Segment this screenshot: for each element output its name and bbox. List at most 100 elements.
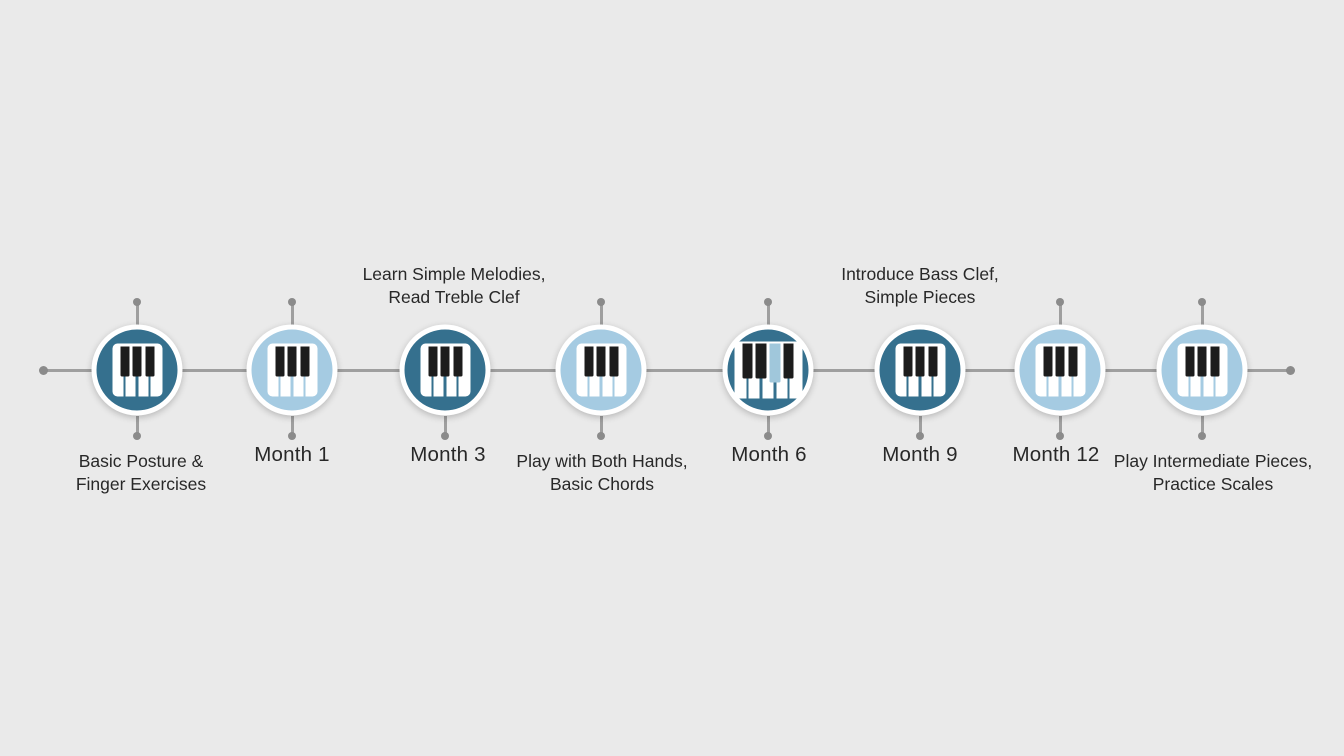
black-key [1210,346,1219,377]
white-key-divider [443,376,447,397]
white-key-divider [135,376,139,397]
white-key-divider [1071,376,1074,397]
black-key [584,346,593,377]
milestone-circle [1014,324,1106,416]
stem-top [766,302,770,325]
milestone-circle [246,324,338,416]
milestone-circle [874,324,966,416]
label-line: Play with Both Hands, [516,451,688,471]
black-key [453,346,462,377]
white-key-divider [612,376,615,397]
white-key-divider [1200,376,1204,397]
black-key [596,346,606,377]
stem-top-dot [288,298,296,306]
white-key-divider [587,376,590,397]
milestone-label-below: Basic Posture &Finger Exercises [76,450,206,496]
milestone-label-below: Month 3 [410,443,485,467]
stem-top-dot [133,298,141,306]
black-key [903,346,912,377]
label-line: Basic Posture & [78,451,204,471]
black-key [609,346,618,377]
stem-top [599,302,603,325]
white-key-divider [931,376,934,397]
black-key [1068,346,1077,377]
stem-bottom [443,416,447,436]
stem-bottom-dot [597,432,605,440]
label-line: Month 9 [882,443,958,466]
stem-bottom-dot [133,432,141,440]
black-key [742,343,753,379]
milestone-label-below: Month 12 [1012,443,1099,467]
white-key-divider [773,377,777,399]
milestone-description-above: Introduce Bass Clef,Simple Pieces [841,263,999,309]
stem-top-dot [1056,298,1064,306]
stem-bottom [1200,416,1204,436]
stem-bottom [766,416,770,436]
black-key [1043,346,1052,377]
stem-bottom-dot [441,432,449,440]
label-line: Basic Chords [549,474,655,494]
stem-bottom [599,416,603,436]
milestone-circle [91,324,183,416]
label-line: Practice Scales [1152,474,1274,494]
milestone-label-below: Play Intermediate Pieces, Practice Scales [1114,450,1312,496]
white-key-divider [599,376,603,397]
stem-top [135,302,139,325]
milestone-description-above: Learn Simple Melodies,Read Treble Clef [363,263,546,309]
white-key-divider [1058,376,1062,397]
stem-top [1058,302,1062,325]
black-key [428,346,437,377]
white-key-divider [759,377,763,399]
black-key [1197,346,1207,377]
black-key [132,346,142,377]
stem-bottom-dot [288,432,296,440]
timeline-start-dot [38,365,48,375]
label-line: Month 6 [731,443,807,466]
stem-bottom-dot [1056,432,1064,440]
stem-bottom [918,416,922,436]
black-key [1185,346,1194,377]
milestone-circle [399,324,491,416]
piano-icon [576,343,626,397]
timeline-axis-line [43,368,1290,372]
white-key-divider [1213,376,1216,397]
black-key [287,346,297,377]
white-key-divider [148,376,151,397]
piano-keyboard-highlight-icon [734,341,802,399]
piano-icon [1177,343,1227,397]
milestone-label-below: Month 9 [882,443,957,467]
stem-top-dot [1198,298,1206,306]
milestone-label-below: Month 6 [731,443,806,467]
milestone-circle [722,324,814,416]
highlighted-key [769,343,781,383]
milestone-label-below: Play with Both Hands, Basic Chords [516,450,687,496]
label-line: Play Intermediate Pieces, [1113,451,1313,471]
black-key [928,346,937,377]
label-line: Learn Simple Melodies, [362,264,546,284]
white-key-divider [290,376,294,397]
label-line: Month 1 [254,443,330,466]
white-key-divider [1046,376,1049,397]
black-key [275,346,284,377]
black-key [300,346,309,377]
stem-bottom-dot [1198,432,1206,440]
piano-icon [895,343,945,397]
milestone-circle [555,324,647,416]
piano-icon [112,343,162,397]
white-key-divider [278,376,281,397]
black-key [755,343,767,379]
black-key [915,346,925,377]
white-key-divider [746,377,749,399]
piano-icon [267,343,317,397]
white-key-divider [123,376,126,397]
black-key [1055,346,1065,377]
stem-top-dot [764,298,772,306]
stem-bottom [135,416,139,436]
white-key-divider [787,377,790,399]
white-key-divider [906,376,909,397]
black-key [145,346,154,377]
black-key [783,343,794,379]
label-line: Simple Pieces [864,287,976,307]
stem-bottom [1058,416,1062,436]
